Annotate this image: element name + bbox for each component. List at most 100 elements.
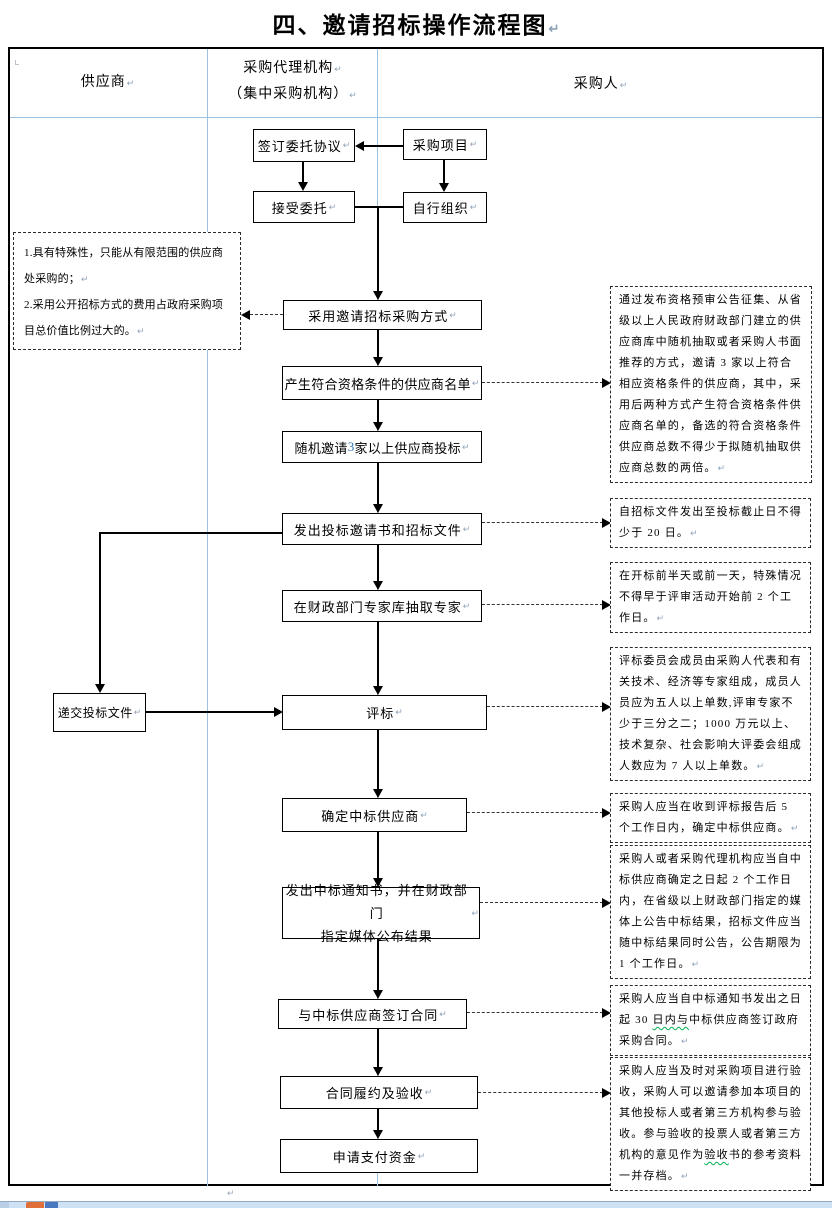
arrowhead-down-icon (373, 422, 383, 431)
note-invitation-conditions: 1.具有特殊性，只能从有限范围的供应商处采购的；↵ 2.采用公开招标方式的费用占… (13, 232, 241, 350)
paragraph-mark: ↵ (461, 441, 470, 452)
paragraph-mark: ↵ (462, 600, 471, 611)
paragraph-mark: ↵ (334, 64, 342, 74)
note-acceptance: 采购人应当及时对采购项目进行验收，采购人可以邀请参加本项目的其他投标人或者第三方… (610, 1057, 811, 1191)
flow-box-determine-winner: 确定中标供应商↵ (282, 798, 467, 832)
flow-box-submit-bid-docs: 递交投标文件↵ (53, 693, 146, 732)
flowchart-title: 四、邀请招标操作流程图↵ (0, 6, 832, 40)
paragraph-mark: ↵ (420, 809, 428, 820)
paragraph-mark: ↵ (424, 1087, 433, 1097)
flow-box-apply-payment: 申请支付资金↵ (280, 1139, 478, 1173)
note-qualification-methods: 通过发布资格预审公告征集、从省级以上人民政府财政部门建立的供应商库中随机抽取或者… (610, 286, 812, 483)
note-deadline-20-days: 自招标文件发出至投标截止日不得少于 20 日。↵ (610, 498, 811, 548)
connector-submit-to-evaluation (146, 711, 275, 713)
flow-box-issue-award-notice: 发出中标通知书，并在财政部门 指定媒体公布结果↵ (282, 883, 480, 944)
connector-project-to-self (443, 160, 445, 184)
lane-header-supplier: 供应商↵ (80, 75, 135, 90)
arrowhead-down-icon (373, 504, 383, 513)
flow-box-sign-contract: 与中标供应商签订合同↵ (278, 999, 467, 1029)
note-determine-5-days: 采购人应当在收到评标报告后 5 个工作日内，确定中标供应商。↵ (610, 793, 811, 843)
arrowhead-right-icon (602, 600, 611, 610)
arrowhead-right-icon (602, 1008, 611, 1018)
arrowhead-down-icon (373, 1067, 383, 1076)
flow-box-self-organize: 自行组织↵ (403, 192, 487, 223)
dashed-link-deadline20 (482, 522, 603, 523)
flow-box-contract-performance: 合同履约及验收↵ (280, 1076, 478, 1109)
paragraph-mark: ↵ (469, 202, 478, 212)
paragraph-mark: ↵ (227, 1188, 235, 1198)
paragraph-mark: ↵ (439, 1008, 447, 1019)
paragraph-mark: ↵ (619, 80, 628, 90)
arrowhead-left-icon (355, 141, 364, 151)
connector-to-draw-experts (377, 545, 379, 582)
dashed-link-left-note (250, 314, 283, 315)
connector-to-award-notice (377, 832, 379, 879)
arrowhead-down-icon (373, 878, 383, 887)
paragraph-mark: ↵ (395, 707, 403, 717)
paragraph-mark: ↵ (690, 528, 698, 538)
dashed-link-contract30 (467, 1012, 603, 1013)
connector-to-determine-winner (377, 730, 379, 790)
arrowhead-down-icon (373, 686, 383, 695)
connector-to-supplier-list (377, 330, 379, 358)
paragraph-mark: ↵ (548, 21, 560, 36)
arrowhead-right-icon (274, 707, 283, 717)
paragraph-mark: ↵ (756, 761, 765, 771)
paragraph-mark: ↵ (449, 309, 457, 320)
connector-invitation-branch (99, 532, 283, 534)
connector-to-random-invite (377, 400, 379, 423)
arrowhead-down-icon (373, 990, 383, 999)
connector-to-adopt-method (377, 208, 379, 292)
stray-anchor-mark (15, 60, 19, 65)
paragraph-mark: ↵ (133, 707, 142, 717)
taskbar-edge (0, 1202, 9, 1208)
arrowhead-right-icon (602, 898, 611, 908)
arrowhead-left-icon (241, 310, 250, 320)
spellcheck-underline: 验收 (704, 1149, 729, 1161)
arrowhead-down-icon (373, 1130, 383, 1139)
lane-header-purchaser: 采购人↵ (573, 77, 628, 92)
connector-to-performance (377, 1029, 379, 1068)
paragraph-mark: ↵ (349, 90, 357, 100)
taskbar[interactable] (0, 1201, 832, 1208)
connector-project-to-sign (362, 145, 403, 147)
arrowhead-right-icon (602, 702, 611, 712)
arrowhead-down-icon (439, 183, 449, 192)
paragraph-mark: ↵ (462, 523, 471, 534)
dashed-link-committee (487, 706, 603, 707)
arrowhead-right-icon (602, 378, 611, 388)
flow-box-issue-invitation-docs: 发出投标邀请书和招标文件↵ (282, 513, 482, 545)
connector-sign-to-accept (302, 162, 304, 183)
flow-box-draw-experts: 在财政部门专家库抽取专家↵ (282, 590, 482, 622)
paragraph-mark: ↵ (137, 326, 145, 336)
flow-box-bid-evaluation: 评标↵ (282, 695, 487, 730)
connector-to-evaluation (377, 622, 379, 687)
flow-box-generate-supplier-list: 产生符合资格条件的供应商名单↵ (282, 366, 482, 400)
dashed-link-announce (480, 902, 603, 903)
connector-accept-self (355, 206, 403, 208)
invite-count: 3 (347, 439, 355, 454)
lane-header-agency: 采购代理机构↵ （集中采购机构）↵ (228, 61, 357, 102)
arrowhead-right-icon (602, 518, 611, 528)
spellcheck-underline: 日内与 (652, 1014, 690, 1026)
arrowhead-down-icon (373, 789, 383, 798)
taskbar-app-icon[interactable] (26, 1202, 44, 1208)
connector-to-submit-bid (99, 532, 101, 684)
flow-box-sign-entrust-agreement: 签订委托协议↵ (253, 129, 355, 162)
paragraph-mark: ↵ (469, 139, 478, 149)
flowchart-title-text: 四、邀请招标操作流程图 (272, 13, 548, 38)
arrowhead-down-icon (373, 357, 383, 366)
arrowhead-down-icon (373, 291, 383, 300)
connector-to-payment (377, 1109, 379, 1131)
paragraph-mark: ↵ (126, 78, 135, 88)
taskbar-app-icon-blue[interactable] (45, 1202, 58, 1208)
arrowhead-down-icon (298, 182, 308, 191)
paragraph-mark: ↵ (681, 1036, 689, 1046)
arrowhead-right-icon (602, 1088, 611, 1098)
header-bottom-rule (10, 117, 822, 118)
paragraph-mark: ↵ (717, 463, 726, 473)
flow-box-procurement-project: 采购项目↵ (403, 129, 487, 160)
paragraph-mark: ↵ (790, 823, 799, 833)
flow-box-accept-entrust: 接受委托↵ (253, 191, 355, 223)
